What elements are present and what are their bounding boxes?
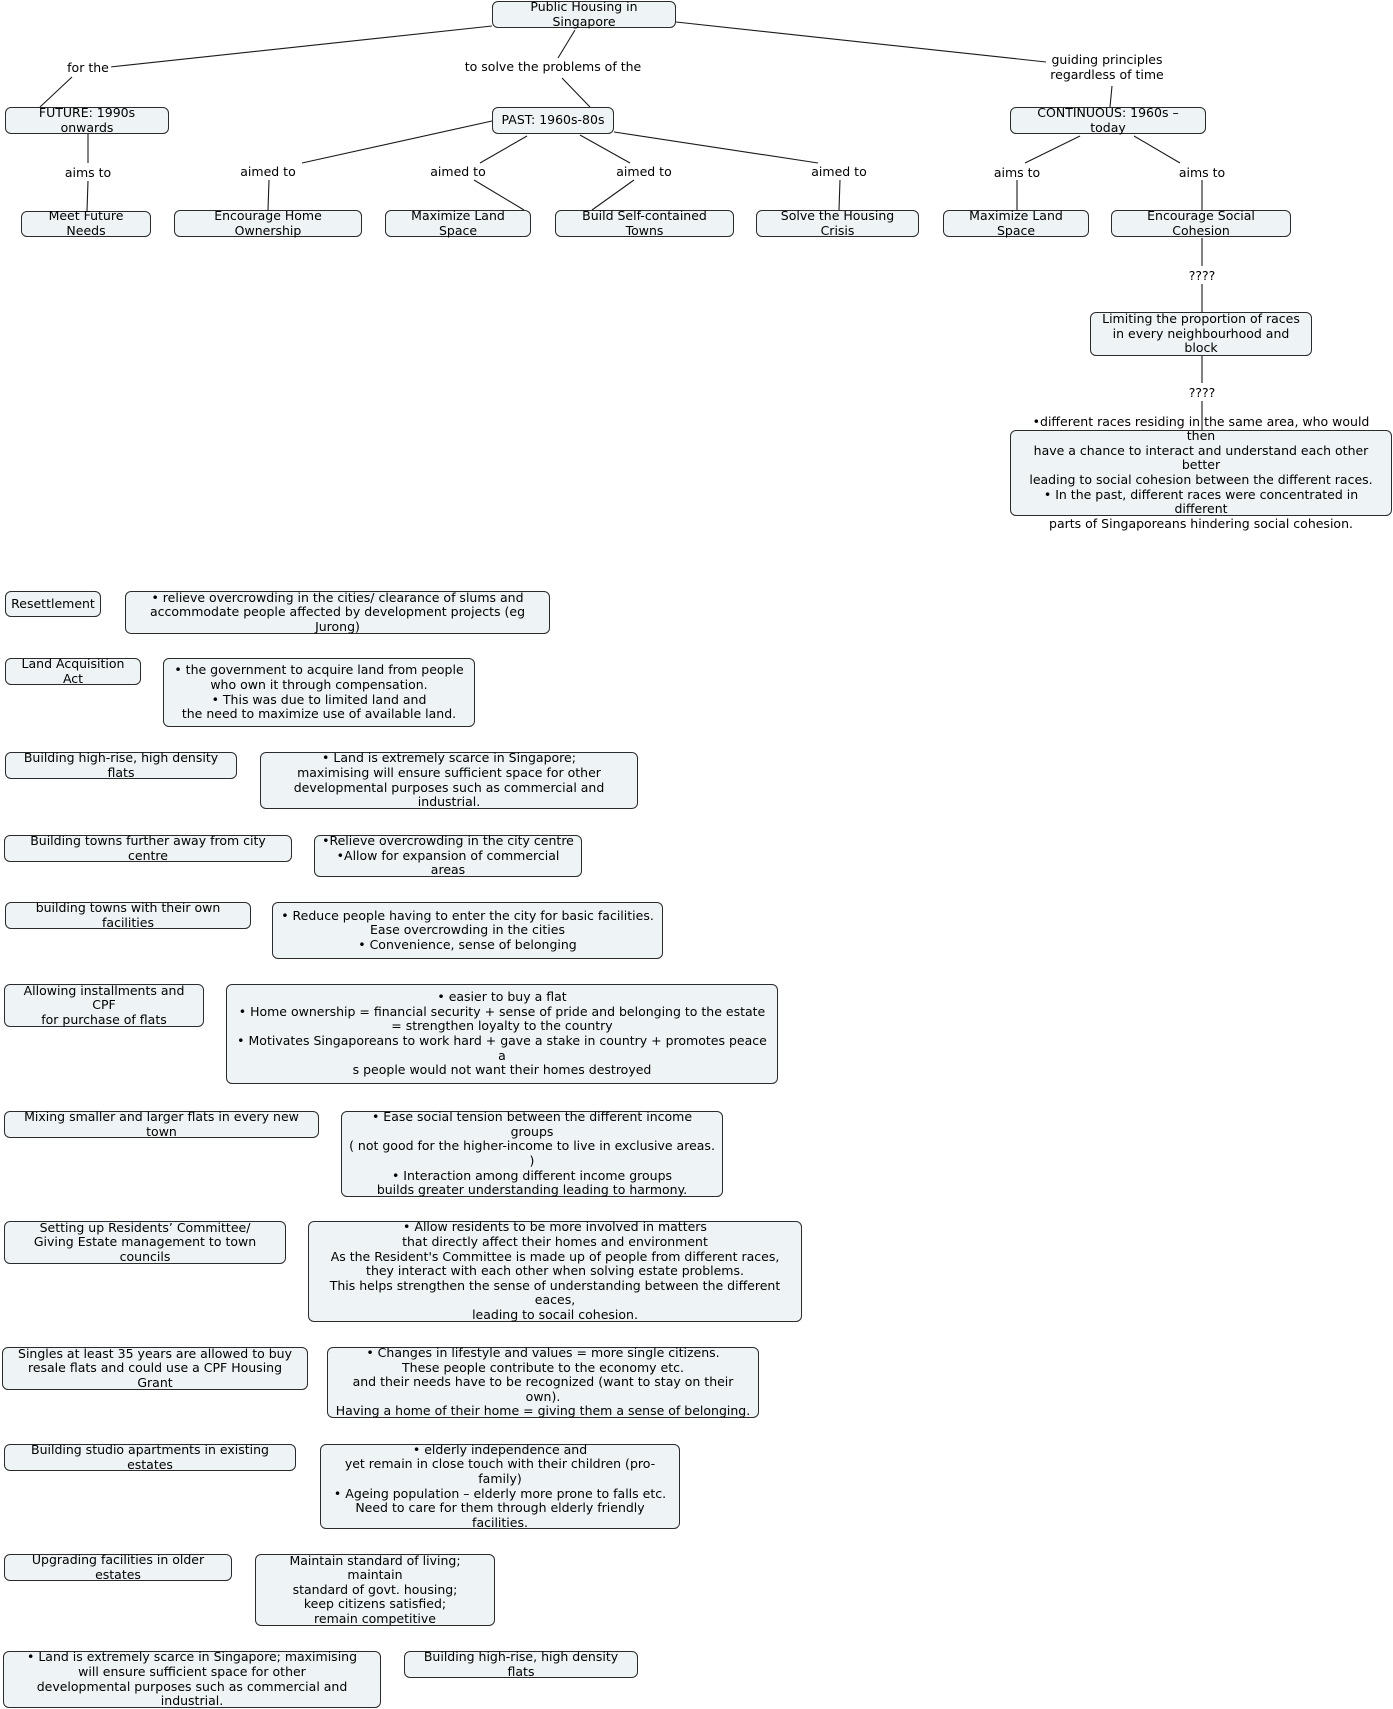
limiting-races-text: Limiting the proportion of races in ever… — [1102, 311, 1300, 356]
policy-name-upgrading[interactable]: Upgrading facilities in older estates — [4, 1551, 232, 1582]
policy-name-mixing-flats[interactable]: Mixing smaller and larger flats in every… — [4, 1108, 319, 1139]
policy-name-text: Land Acquisition Act — [21, 655, 125, 686]
policy-name-text: Upgrading facilities in older estates — [31, 1551, 205, 1582]
policy-detail-text: • the government to acquire land from pe… — [174, 662, 464, 722]
policy-name-land-acquisition[interactable]: Land Acquisition Act — [5, 655, 141, 686]
policy-detail-high-rise[interactable]: • Land is extremely scarce in Singapore;… — [260, 750, 638, 810]
extra-detail-text: • Land is extremely scarce in Singapore;… — [26, 1649, 358, 1709]
policy-name-towns-away[interactable]: Building towns further away from city ce… — [4, 832, 292, 863]
policy-name-residents-committee[interactable]: Setting up Residents’ Committee/ Giving … — [4, 1219, 286, 1264]
root-node-text: Public Housing in Singapore — [530, 0, 638, 29]
link-label-aimed-to-1: aimed to — [238, 164, 298, 179]
races-detail-node[interactable]: •different races residing in the same ar… — [1010, 414, 1392, 531]
policy-name-studio-apartments[interactable]: Building studio apartments in existing e… — [4, 1441, 296, 1472]
policy-detail-installments[interactable]: • easier to buy a flat • Home ownership … — [226, 984, 778, 1084]
link-label-aimed-to-4: aimed to — [809, 164, 869, 179]
maximize-land-space-past-text: Maximize Land Space — [411, 207, 505, 238]
maximize-land-space-past-node[interactable]: Maximize Land Space — [385, 207, 531, 238]
policy-name-high-rise[interactable]: Building high-rise, high density flats — [5, 749, 237, 780]
encourage-social-cohesion-node[interactable]: Encourage Social Cohesion — [1111, 207, 1291, 238]
root-node[interactable]: Public Housing in Singapore — [492, 0, 676, 29]
policy-detail-text: • relieve overcrowding in the cities/ cl… — [150, 589, 525, 634]
policy-detail-mixing-flats[interactable]: • Ease social tension between the differ… — [341, 1109, 723, 1198]
encourage-social-cohesion-text: Encourage Social Cohesion — [1147, 207, 1255, 238]
policy-detail-text: • Land is extremely scarce in Singapore;… — [293, 750, 605, 810]
policy-detail-text: • Changes in lifestyle and values = more… — [335, 1345, 751, 1419]
policy-name-text: Building towns further away from city ce… — [30, 832, 266, 863]
policy-detail-own-facilities[interactable]: • Reduce people having to enter the city… — [272, 902, 663, 959]
continuous-node[interactable]: CONTINUOUS: 1960s – today — [1010, 104, 1206, 135]
link-label-aimed-to-2: aimed to — [428, 164, 488, 179]
link-label-aims-to-future: aims to — [62, 165, 114, 180]
encourage-home-ownership-text: Encourage Home Ownership — [214, 207, 322, 238]
extra-name-text: Building high-rise, high density flats — [423, 1648, 619, 1679]
policy-name-text: Allowing installments and CPF for purcha… — [23, 982, 185, 1027]
link-label-aims-to-cont-2: aims to — [1176, 165, 1228, 180]
maximize-land-space-continuous-text: Maximize Land Space — [969, 207, 1063, 238]
link-label-guiding-principles: guiding principles regardless of time — [1048, 52, 1166, 82]
policy-detail-text: •Relieve overcrowding in the city centre… — [322, 833, 574, 878]
policy-detail-land-acquisition[interactable]: • the government to acquire land from pe… — [163, 658, 475, 727]
build-self-contained-towns-text: Build Self-contained Towns — [582, 207, 707, 238]
policy-name-text: Building high-rise, high density flats — [23, 749, 219, 780]
policy-detail-upgrading[interactable]: Maintain standard of living; maintain st… — [255, 1552, 495, 1626]
extra-detail-land-scarce[interactable]: • Land is extremely scarce in Singapore;… — [3, 1649, 381, 1709]
policy-detail-towns-away[interactable]: •Relieve overcrowding in the city centre… — [314, 833, 582, 878]
past-node[interactable]: PAST: 1960s-80s — [492, 107, 614, 134]
solve-housing-crisis-node[interactable]: Solve the Housing Crisis — [756, 207, 919, 238]
past-node-text: PAST: 1960s-80s — [501, 112, 605, 128]
link-label-aims-to-cont-1: aims to — [991, 165, 1043, 180]
policy-name-own-facilities[interactable]: building towns with their own facilities — [5, 899, 251, 930]
policy-name-text: Resettlement — [11, 595, 95, 611]
policy-detail-text: • elderly independence and yet remain in… — [333, 1441, 667, 1530]
encourage-home-ownership-node[interactable]: Encourage Home Ownership — [174, 207, 362, 238]
link-label-aimed-to-3: aimed to — [614, 164, 674, 179]
policy-detail-text: • Reduce people having to enter the city… — [281, 907, 654, 952]
policy-name-text: Singles at least 35 years are allowed to… — [18, 1345, 292, 1390]
policy-detail-text: • easier to buy a flat • Home ownership … — [237, 989, 767, 1078]
policy-name-text: Building studio apartments in existing e… — [31, 1441, 269, 1472]
policy-detail-resettlement[interactable]: • relieve overcrowding in the cities/ cl… — [125, 589, 550, 634]
continuous-node-text: CONTINUOUS: 1960s – today — [1037, 104, 1179, 135]
policy-detail-text: Maintain standard of living; maintain st… — [289, 1552, 461, 1626]
policy-name-singles[interactable]: Singles at least 35 years are allowed to… — [2, 1345, 308, 1390]
policy-name-installments[interactable]: Allowing installments and CPF for purcha… — [4, 982, 204, 1027]
limiting-races-node[interactable]: Limiting the proportion of races in ever… — [1090, 311, 1312, 356]
policy-detail-residents-committee[interactable]: • Allow residents to be more involved in… — [308, 1219, 802, 1322]
link-label-for-the: for the — [65, 60, 111, 75]
meet-future-needs-node[interactable]: Meet Future Needs — [21, 208, 151, 238]
build-self-contained-towns-node[interactable]: Build Self-contained Towns — [555, 207, 734, 238]
policy-detail-singles[interactable]: • Changes in lifestyle and values = more… — [327, 1345, 759, 1419]
extra-name-high-rise[interactable]: Building high-rise, high density flats — [404, 1648, 638, 1679]
policy-detail-text: • Allow residents to be more involved in… — [329, 1219, 781, 1322]
policy-detail-text: • Ease social tension between the differ… — [349, 1109, 715, 1198]
meet-future-needs-text: Meet Future Needs — [48, 208, 124, 238]
policy-detail-studio-apartments[interactable]: • elderly independence and yet remain in… — [320, 1441, 680, 1530]
policy-name-text: building towns with their own facilities — [35, 899, 221, 930]
policy-name-text: Setting up Residents’ Committee/ Giving … — [33, 1219, 257, 1264]
solve-housing-crisis-text: Solve the Housing Crisis — [780, 207, 895, 238]
policy-name-text: Mixing smaller and larger flats in every… — [24, 1108, 299, 1139]
link-label-q2: ???? — [1186, 385, 1218, 400]
policy-name-resettlement[interactable]: Resettlement — [5, 591, 101, 617]
future-node[interactable]: FUTURE: 1990s onwards — [5, 104, 169, 135]
future-node-text: FUTURE: 1990s onwards — [38, 104, 136, 135]
link-label-q1: ???? — [1186, 268, 1218, 283]
maximize-land-space-continuous-node[interactable]: Maximize Land Space — [943, 207, 1089, 238]
link-label-to-solve: to solve the problems of the — [462, 59, 644, 74]
races-detail-text: •different races residing in the same ar… — [1029, 413, 1373, 531]
